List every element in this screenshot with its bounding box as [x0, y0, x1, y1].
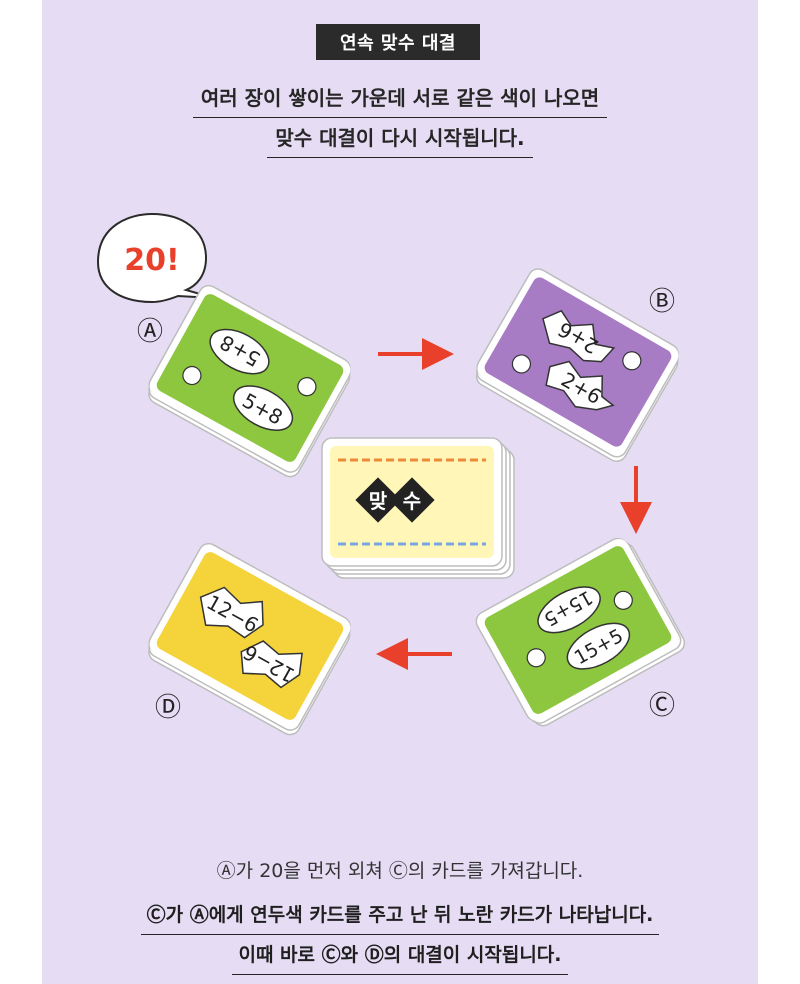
player-c-label: Ⓒ — [649, 691, 675, 721]
headline-line-1: 여러 장이 쌓이는 가운데 서로 같은 색이 나오면 — [0, 82, 800, 118]
player-b-label: Ⓑ — [649, 287, 675, 317]
footer-line-1: Ⓐ가 20을 먼저 외쳐 Ⓒ의 카드를 가져갑니다. — [216, 860, 584, 882]
headline-line-2: 맞수 대결이 다시 시작됩니다. — [0, 122, 800, 158]
card-c-face — [484, 546, 672, 714]
section-badge: 연속 맞수 대결 — [316, 24, 480, 60]
player-a-label: Ⓐ — [137, 317, 163, 347]
card-b-face — [484, 277, 672, 447]
card-d-face — [156, 552, 344, 720]
player-d-label: Ⓓ — [155, 693, 181, 723]
footer-line-3: 이때 바로 Ⓒ와 Ⓓ의 대결이 시작됩니다. — [0, 940, 800, 975]
speech-bubble: 20! — [96, 212, 215, 304]
card-a: 5+8 5+8 — [148, 284, 351, 478]
card-c: 15+5 15+5 — [475, 537, 686, 727]
center-word-2: 수 — [403, 489, 421, 513]
card-a-face — [156, 294, 344, 462]
center-deck: 맞 수 — [321, 437, 515, 579]
speech-text: 20! — [124, 243, 179, 278]
card-b: 2+6 2+6 — [475, 268, 679, 462]
card-d: 12−6 12−6 — [148, 542, 351, 736]
center-word-1: 맞 — [369, 489, 388, 513]
footer-line-2: Ⓒ가 Ⓐ에게 연두색 카드를 주고 난 뒤 노란 카드가 나타납니다. — [0, 900, 800, 935]
